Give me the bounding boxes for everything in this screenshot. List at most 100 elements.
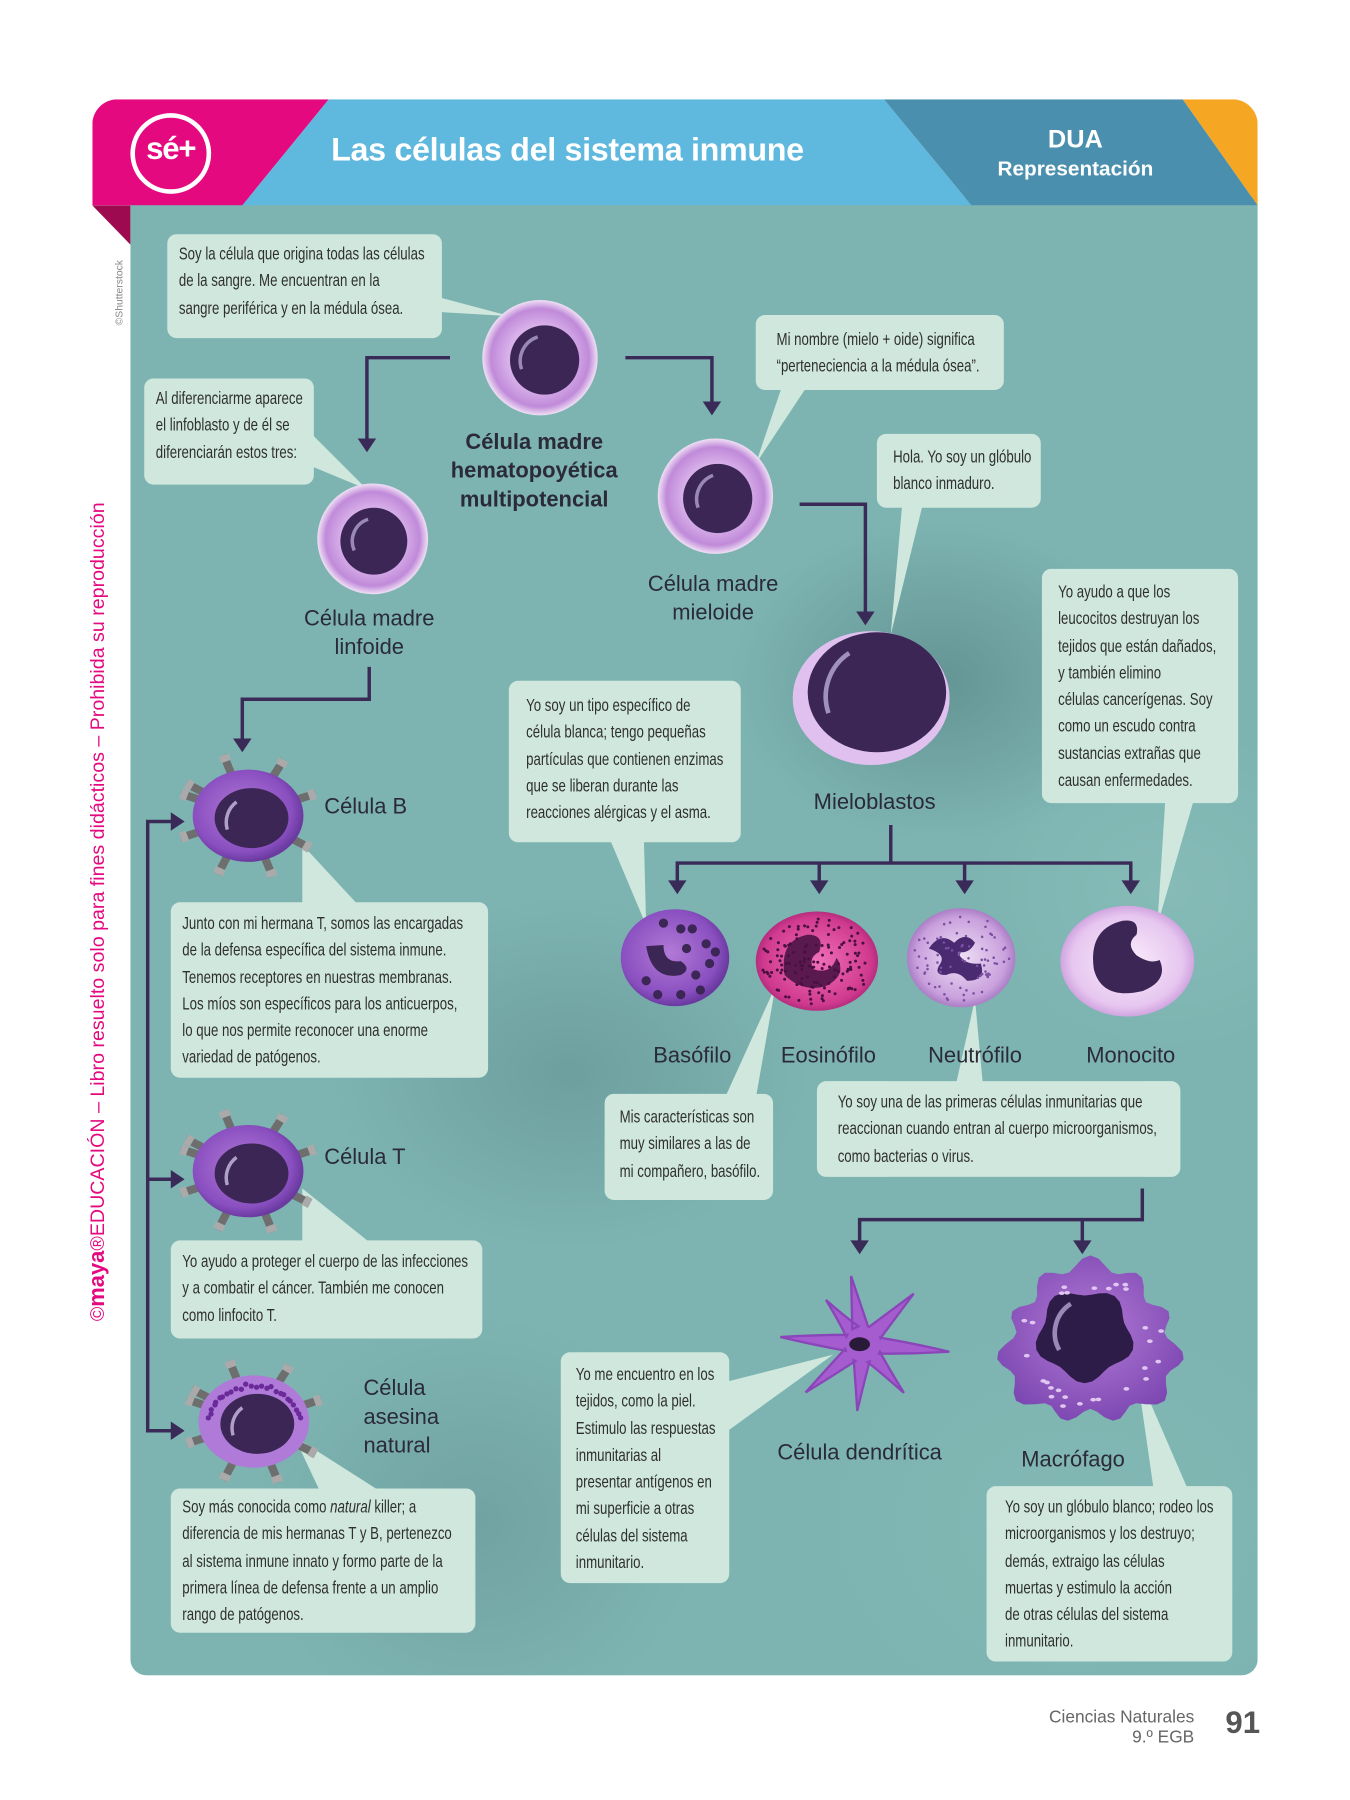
vesicle — [1141, 1366, 1148, 1370]
granule — [982, 964, 986, 967]
granule — [942, 941, 946, 944]
granule — [258, 1383, 265, 1389]
granule — [950, 982, 953, 985]
granule — [972, 992, 975, 995]
granule — [782, 929, 786, 933]
nk-text-rest: killer; a diferencia de mis hermanas T y… — [182, 1497, 452, 1625]
tail-myeloid — [755, 385, 808, 464]
receptor-tip-icon — [312, 1394, 323, 1407]
neutrophil-cell — [906, 908, 1016, 1008]
receptor-tip-icon — [189, 1384, 201, 1398]
arrow-head-icon — [850, 1240, 869, 1255]
receptor-tip-icon — [179, 1144, 190, 1157]
subject-name: Ciencias Naturales — [1048, 1707, 1195, 1728]
arrow-head-icon — [170, 812, 185, 831]
granule — [769, 960, 773, 964]
granule — [268, 1383, 274, 1390]
granule — [691, 970, 701, 980]
bubble-t-cell: Yo ayudo a proteger el cuerpo de las inf… — [170, 1240, 483, 1339]
granule — [833, 968, 837, 972]
stem-cell — [482, 300, 598, 416]
granule — [980, 947, 984, 951]
granule — [710, 947, 721, 957]
granule — [980, 958, 984, 962]
granule — [224, 1391, 230, 1397]
granule — [827, 965, 831, 969]
granule — [939, 966, 943, 970]
granule — [787, 961, 791, 965]
granule — [980, 990, 984, 994]
label-t-cell: Célula T — [324, 1145, 406, 1171]
granule — [943, 993, 946, 996]
granule — [800, 964, 804, 968]
granule — [989, 932, 992, 935]
arrow-head-icon — [702, 401, 722, 416]
arrow-head-icon — [233, 738, 252, 753]
tail-bcell — [302, 844, 361, 907]
granule — [822, 962, 826, 966]
granule — [248, 1383, 254, 1389]
granule — [829, 951, 833, 955]
arrow-stem-to-myeloid — [625, 355, 714, 407]
granule — [946, 998, 950, 1002]
granule — [816, 917, 820, 921]
vesicle — [1146, 1339, 1153, 1344]
tail-dendritic — [724, 1354, 834, 1434]
label-eosinophil: Eosinófilo — [780, 1044, 876, 1069]
granule — [768, 974, 772, 978]
granule — [676, 990, 686, 1000]
granule — [961, 943, 964, 947]
granule — [290, 1402, 297, 1408]
granule — [297, 1415, 304, 1421]
granule — [777, 988, 781, 992]
granule — [798, 960, 802, 964]
granule — [820, 994, 824, 998]
granule — [238, 1386, 245, 1392]
vesicle — [1061, 1285, 1068, 1290]
arrow-lymphoid-to-lymphocytes — [240, 666, 371, 745]
granule — [764, 949, 768, 953]
bubble-text: Hola. Yo soy un glóbulo blanco inmaduro. — [893, 447, 1032, 495]
granule — [803, 957, 807, 961]
granule — [243, 1381, 249, 1387]
vesicle — [1048, 1386, 1054, 1390]
granule — [848, 939, 852, 943]
granule — [916, 966, 919, 969]
granule — [967, 920, 971, 924]
granule — [939, 935, 943, 939]
bubble-text: Mi nombre (mielo + oide) significa “pert… — [776, 330, 980, 377]
granule — [815, 920, 819, 924]
receptor-tip-icon — [281, 1362, 295, 1375]
granule — [826, 933, 830, 937]
granule — [793, 971, 797, 975]
granule — [658, 918, 669, 928]
granule — [769, 936, 773, 940]
granule — [986, 959, 990, 962]
granule — [792, 951, 796, 955]
granule — [799, 981, 803, 985]
granule — [802, 950, 806, 954]
receptor-tip-icon — [275, 757, 289, 769]
granule — [980, 972, 984, 976]
basophil-cell — [620, 909, 730, 1007]
vesicle — [1091, 1286, 1098, 1291]
granule — [205, 1415, 211, 1421]
vesicle — [1029, 1320, 1036, 1325]
granule — [808, 989, 812, 993]
granule — [814, 924, 818, 928]
granule — [794, 933, 798, 937]
granule — [821, 953, 825, 957]
receptor-tip-icon — [213, 865, 226, 877]
granule — [926, 941, 930, 945]
granule — [964, 934, 968, 938]
granule — [862, 982, 866, 986]
granule — [962, 993, 966, 997]
granule — [787, 925, 791, 929]
granule — [936, 937, 939, 940]
granule — [848, 960, 852, 964]
bubble-text: Mis características son muy similares a … — [619, 1107, 761, 1182]
nucleus-highlight — [224, 800, 238, 831]
cells — [179, 300, 1195, 1485]
receptor-tip-icon — [275, 1112, 289, 1124]
granule — [849, 965, 853, 969]
